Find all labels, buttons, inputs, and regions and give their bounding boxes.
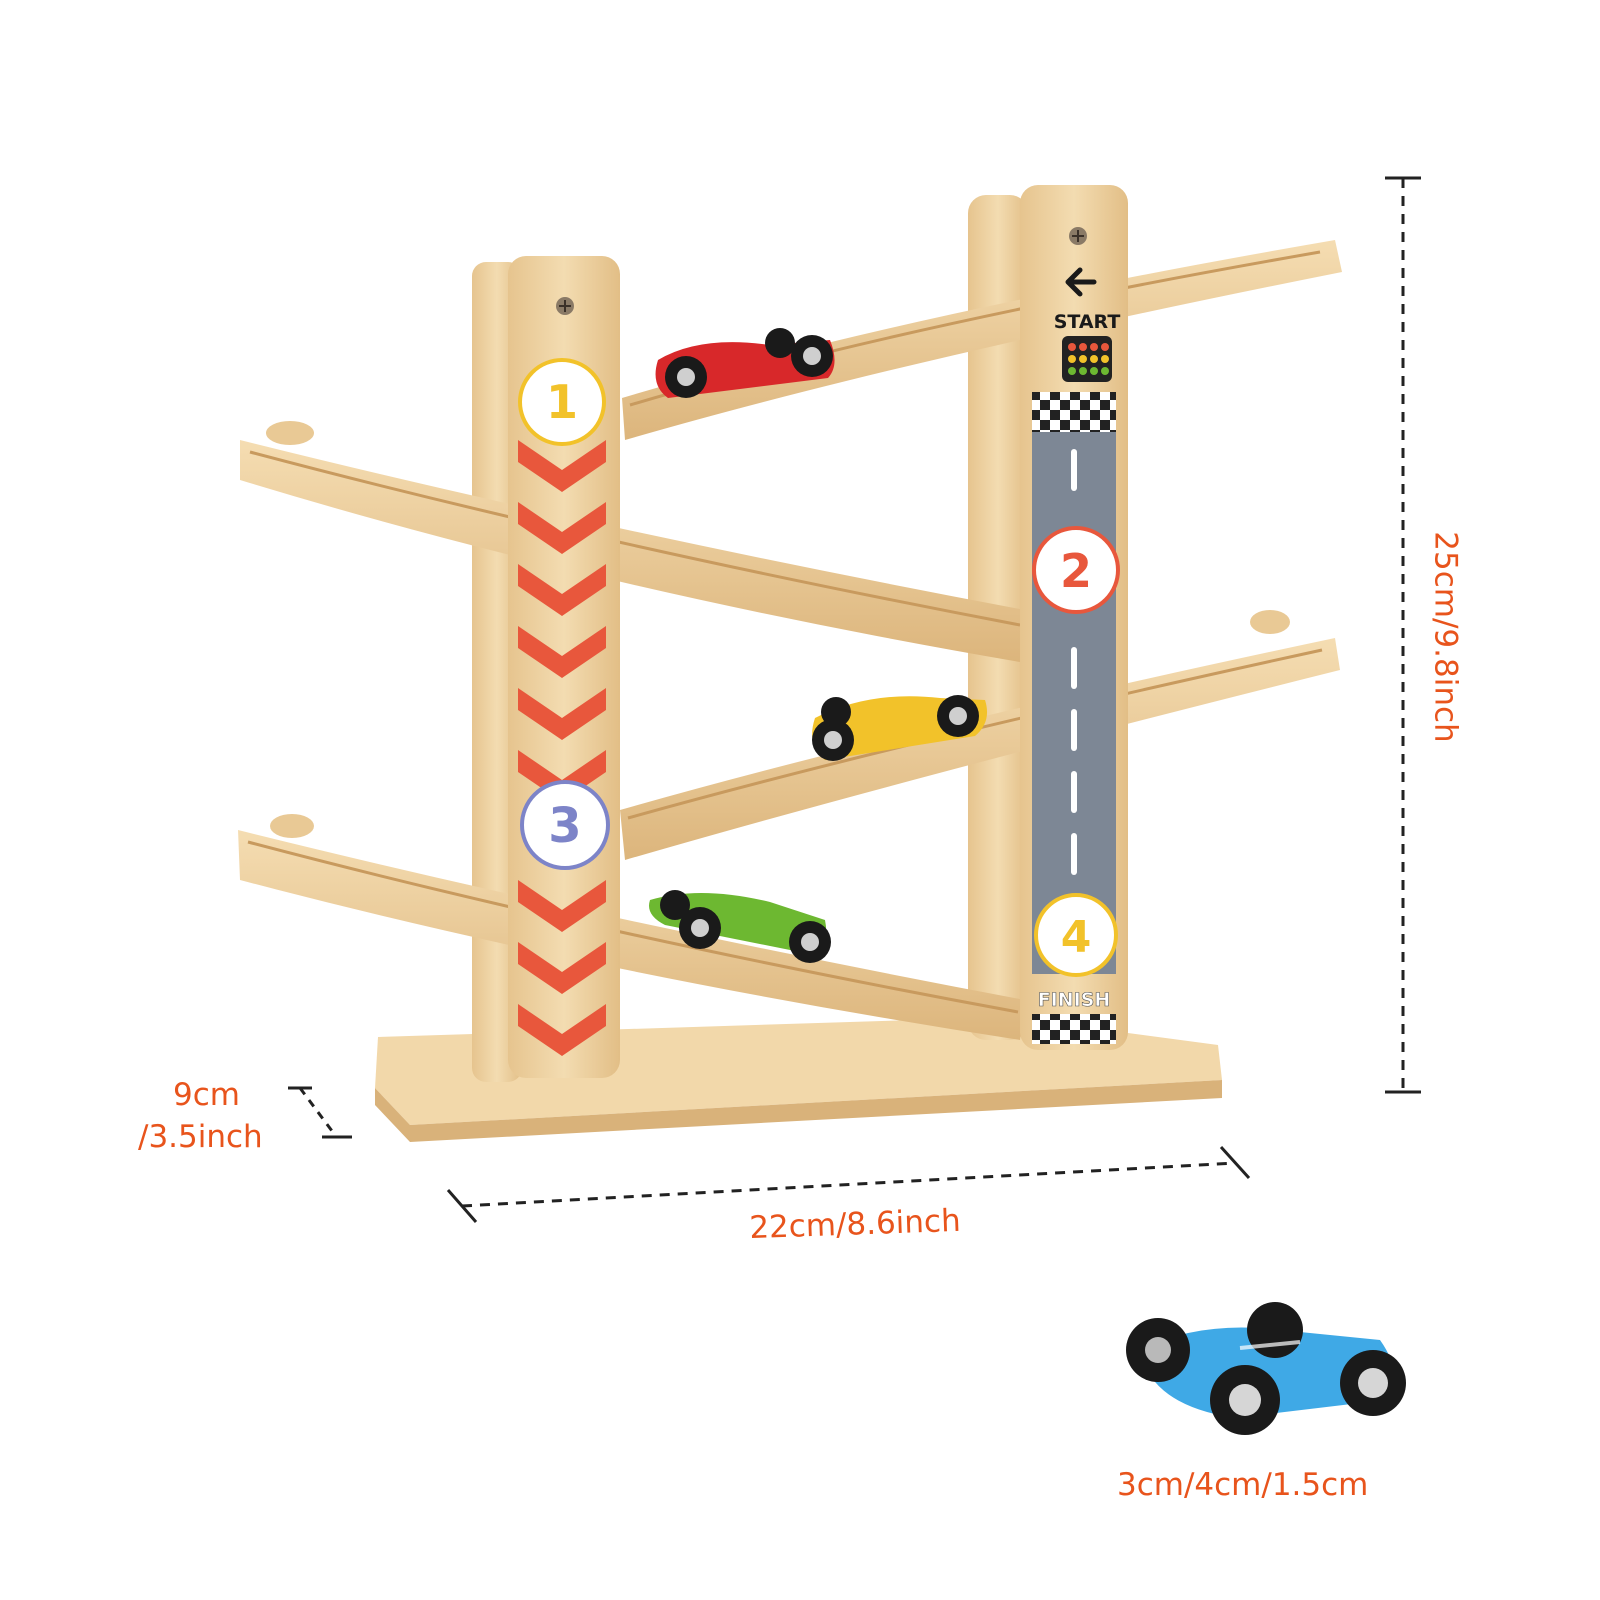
ramp-3-stopper	[1250, 610, 1290, 634]
depth-label-cm: 9cm	[173, 1077, 240, 1113]
arrow-left-icon	[1065, 267, 1097, 297]
traffic-light-icon	[1062, 336, 1112, 382]
svg-text:2: 2	[1060, 544, 1092, 598]
height-label: 25cm/9.8inch	[1427, 531, 1464, 743]
start-label: START	[1054, 311, 1121, 333]
badge-4: 4	[1034, 893, 1118, 977]
svg-text:3: 3	[548, 798, 581, 854]
checker-top	[1032, 392, 1116, 432]
car-blue	[1126, 1302, 1406, 1435]
badge-3: 3	[520, 780, 610, 870]
car-yellow	[812, 695, 988, 761]
left-post: 1 3	[508, 256, 620, 1078]
road-strip	[1032, 432, 1116, 974]
checker-bottom	[1032, 1014, 1116, 1044]
right-post: START 2 4 FINISH	[1020, 185, 1128, 1050]
depth-label-inch: /3.5inch	[138, 1119, 263, 1155]
car-green	[649, 890, 831, 963]
width-label: 22cm/8.6inch	[748, 1202, 962, 1247]
chevron-stripes	[518, 440, 606, 1056]
badge-2: 2	[1032, 526, 1120, 614]
finish-label: FINISH	[1038, 989, 1111, 1011]
car-red	[655, 328, 835, 398]
badge-1: 1	[518, 358, 606, 446]
svg-text:1: 1	[546, 375, 578, 429]
svg-text:4: 4	[1061, 912, 1092, 963]
ramp-4-stopper	[270, 814, 314, 838]
car-size-label: 3cm/4cm/1.5cm	[1117, 1467, 1369, 1503]
depth-dimension-line	[288, 1086, 352, 1139]
height-dimension-line	[1385, 176, 1421, 1094]
width-dimension-line	[446, 1145, 1251, 1223]
ramp-2	[240, 421, 1025, 662]
ramp-2-stopper	[266, 421, 314, 445]
